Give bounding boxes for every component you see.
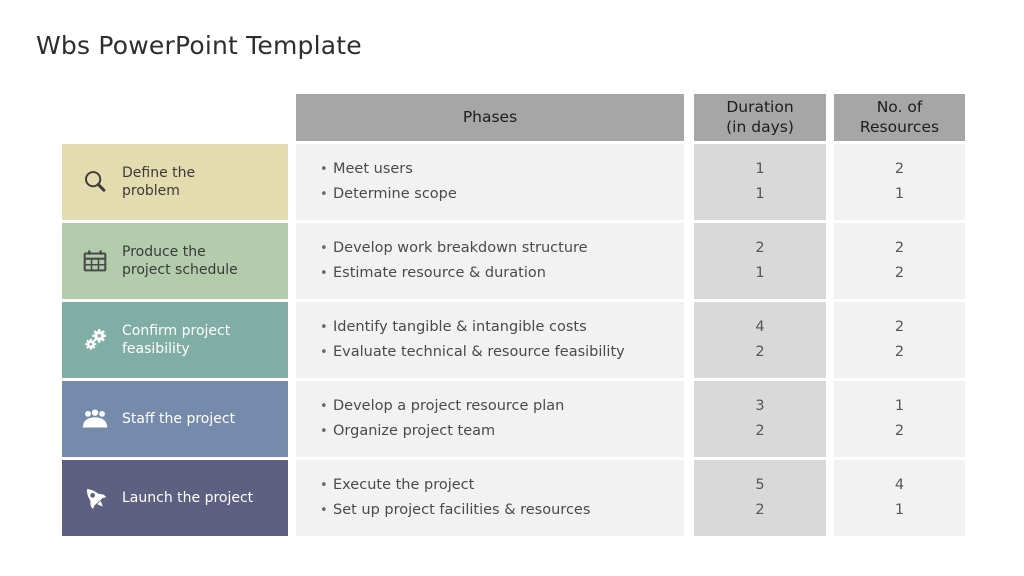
phase-bullet-text: Estimate resource & duration xyxy=(333,265,546,281)
phases-cell: • Develop a project resource plan • Organiz… xyxy=(296,381,684,457)
column-header-resources-lines: No. of Resources xyxy=(860,98,939,138)
column-header-phases-label: Phases xyxy=(462,107,518,126)
people-icon xyxy=(78,402,112,436)
phase-bullet-text: Meet users xyxy=(333,160,413,177)
bullet-icon: • xyxy=(320,240,328,256)
gears-icon xyxy=(78,323,112,357)
column-header-resources: No. of Resources xyxy=(834,94,965,141)
bullet-icon: • xyxy=(320,187,328,202)
duration-value: 1 xyxy=(755,160,765,177)
phase-bullet-item: • Determine scope xyxy=(320,186,672,203)
column-header-duration: Duration (in days) xyxy=(694,94,826,141)
phase-bullet-item: • Evaluate technical & resource feasibili… xyxy=(320,344,672,361)
phase-bullet-text: Evaluate technical & resource feasibilit… xyxy=(333,344,625,360)
phase-bullet-item: • Set up project facilities & resources xyxy=(320,502,672,519)
phase-label-cell[interactable]: Staff the project xyxy=(62,381,288,457)
resources-value: 2 xyxy=(894,160,905,177)
resources-value: 4 xyxy=(894,476,905,493)
duration-value: 2 xyxy=(755,344,765,360)
bullet-icon: • xyxy=(320,398,328,414)
column-header-duration-line1: Duration xyxy=(726,97,794,116)
column-header-duration-line2: (in days) xyxy=(726,117,794,136)
resources-value: 2 xyxy=(894,239,905,256)
phase-label-cell[interactable]: Confirm project feasibility xyxy=(62,302,288,378)
resources-value: 2 xyxy=(894,344,905,360)
column-header-duration-lines: Duration (in days) xyxy=(726,98,794,138)
phase-bullet-text: Develop a project resource plan xyxy=(333,397,565,414)
bullet-icon: • xyxy=(320,424,328,439)
phase-bullet-text: Set up project facilities & resources xyxy=(333,502,591,518)
magnifier-icon xyxy=(78,165,112,199)
bullet-icon: • xyxy=(320,319,328,335)
column-header-resources-line2: Resources xyxy=(859,117,940,136)
duration-value: 3 xyxy=(755,397,765,414)
phase-bullet-item: • Develop a project resource plan xyxy=(320,398,672,415)
phase-bullet-item: • Develop work breakdown structure xyxy=(320,240,672,257)
phase-label-cell[interactable]: Produce the project schedule xyxy=(62,223,288,299)
calendar-icon xyxy=(78,244,112,278)
phase-label-text: Define the problem xyxy=(122,164,196,199)
page-title: Wbs PowerPoint Template xyxy=(36,31,362,60)
phases-cell: • Execute the project • Set up project faci… xyxy=(296,460,684,536)
phase-label-text: Confirm project feasibility xyxy=(122,322,231,357)
column-header-phases: Phases xyxy=(296,94,684,141)
phases-cell: • Develop work breakdown structure • Estima… xyxy=(296,223,684,299)
phase-label-text: Produce the project schedule xyxy=(122,243,238,278)
phase-label-text: Launch the project xyxy=(122,489,254,506)
phase-bullet-text: Organize project team xyxy=(333,423,496,439)
duration-value: 2 xyxy=(755,502,765,518)
resources-value: 2 xyxy=(894,423,905,439)
duration-value: 2 xyxy=(755,423,765,439)
phase-bullet-item: • Execute the project xyxy=(320,477,672,494)
phase-label-cell[interactable]: Define the problem xyxy=(62,144,288,220)
resources-value: 1 xyxy=(894,186,905,202)
phase-bullet-item: • Organize project team xyxy=(320,423,672,440)
bullet-icon: • xyxy=(320,161,328,177)
rocket-icon xyxy=(78,481,112,515)
phase-bullet-text: Identify tangible & intangible costs xyxy=(333,318,587,335)
phase-bullet-item: • Identify tangible & intangible costs xyxy=(320,319,672,336)
phases-cell: • Identify tangible & intangible costs • Ev… xyxy=(296,302,684,378)
duration-value: 2 xyxy=(755,239,765,256)
duration-value: 1 xyxy=(755,265,765,281)
resources-value: 1 xyxy=(894,502,905,518)
resources-value: 2 xyxy=(894,318,905,335)
bullet-icon: • xyxy=(320,503,328,518)
duration-value: 5 xyxy=(755,476,765,493)
phase-bullet-text: Determine scope xyxy=(333,186,457,202)
phase-bullet-item: • Meet users xyxy=(320,161,672,178)
phase-bullet-text: Execute the project xyxy=(333,476,475,493)
bullet-icon: • xyxy=(320,477,328,493)
column-header-resources-line1: No. of xyxy=(876,97,923,116)
resources-value: 1 xyxy=(894,397,905,414)
phase-bullet-item: • Estimate resource & duration xyxy=(320,265,672,282)
phase-label-cell[interactable]: Launch the project xyxy=(62,460,288,536)
duration-value: 1 xyxy=(755,186,765,202)
bullet-icon: • xyxy=(320,266,328,281)
bullet-icon: • xyxy=(320,345,328,360)
phase-label-text: Staff the project xyxy=(122,410,236,427)
phase-bullet-text: Develop work breakdown structure xyxy=(333,239,588,256)
duration-value: 4 xyxy=(755,318,765,335)
resources-value: 2 xyxy=(894,265,905,281)
phases-cell: • Meet users • Determine scope xyxy=(296,144,684,220)
